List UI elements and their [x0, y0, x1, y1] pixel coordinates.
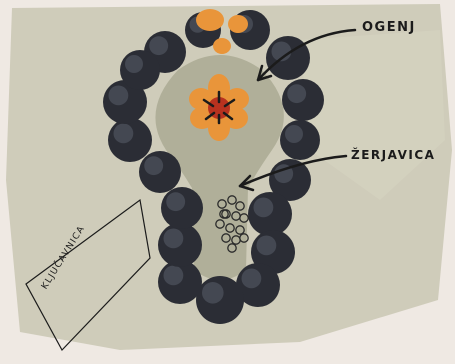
stone-highlight — [144, 156, 163, 175]
stone-highlight — [285, 125, 303, 143]
stone-highlight — [114, 123, 134, 143]
stone-highlight — [242, 269, 262, 289]
stone-highlight — [166, 192, 185, 211]
stone-highlight — [109, 86, 129, 106]
stone-highlight — [202, 282, 224, 304]
stone-highlight — [164, 229, 184, 249]
stone-highlight — [257, 236, 277, 256]
stone-highlight — [287, 84, 306, 103]
stone-highlight — [254, 198, 274, 218]
embers-label: ŽERJAVICA — [351, 148, 435, 162]
stone-highlight — [164, 266, 184, 286]
fire-label: OGENJ — [362, 20, 416, 35]
stone-highlight — [149, 36, 168, 55]
stone-highlight — [125, 55, 143, 73]
